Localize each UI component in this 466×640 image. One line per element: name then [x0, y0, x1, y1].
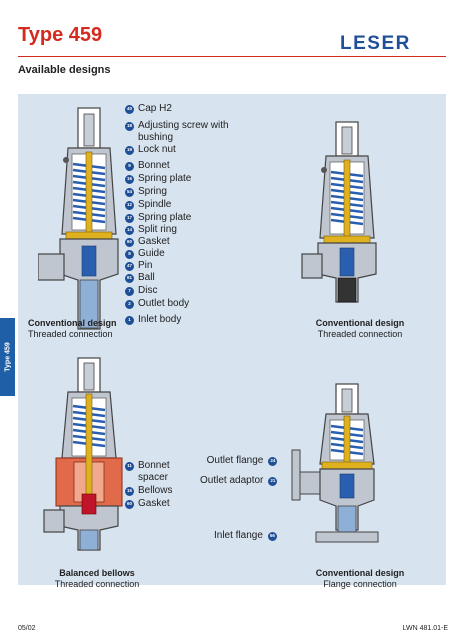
svg-text:LESER: LESER — [340, 33, 411, 51]
caption-figure-3: Balanced bellows Threaded connection — [54, 568, 140, 589]
caption-figure-1: Conventional design Threaded connection — [28, 318, 117, 339]
caption-figure-2: Conventional design Threaded connection — [315, 318, 405, 339]
leser-logo: LESER — [340, 33, 452, 54]
page-title: Type 459 — [18, 24, 103, 46]
side-tab: Type 459 — [0, 318, 15, 396]
header-rule — [18, 56, 446, 57]
valve-conventional-threaded-drawing — [38, 107, 119, 330]
footer-doc-number: LWN 481.01-E — [402, 625, 448, 632]
valve-balanced-bellows-drawing — [43, 357, 123, 551]
valve-flange-connection-drawing — [291, 383, 379, 543]
valve-conventional-threaded-right-drawing — [301, 121, 377, 303]
footer-date: 05/02 — [18, 625, 36, 632]
caption-figure-4: Conventional design Flange connection — [315, 568, 405, 589]
section-subtitle: Available designs — [18, 64, 111, 76]
